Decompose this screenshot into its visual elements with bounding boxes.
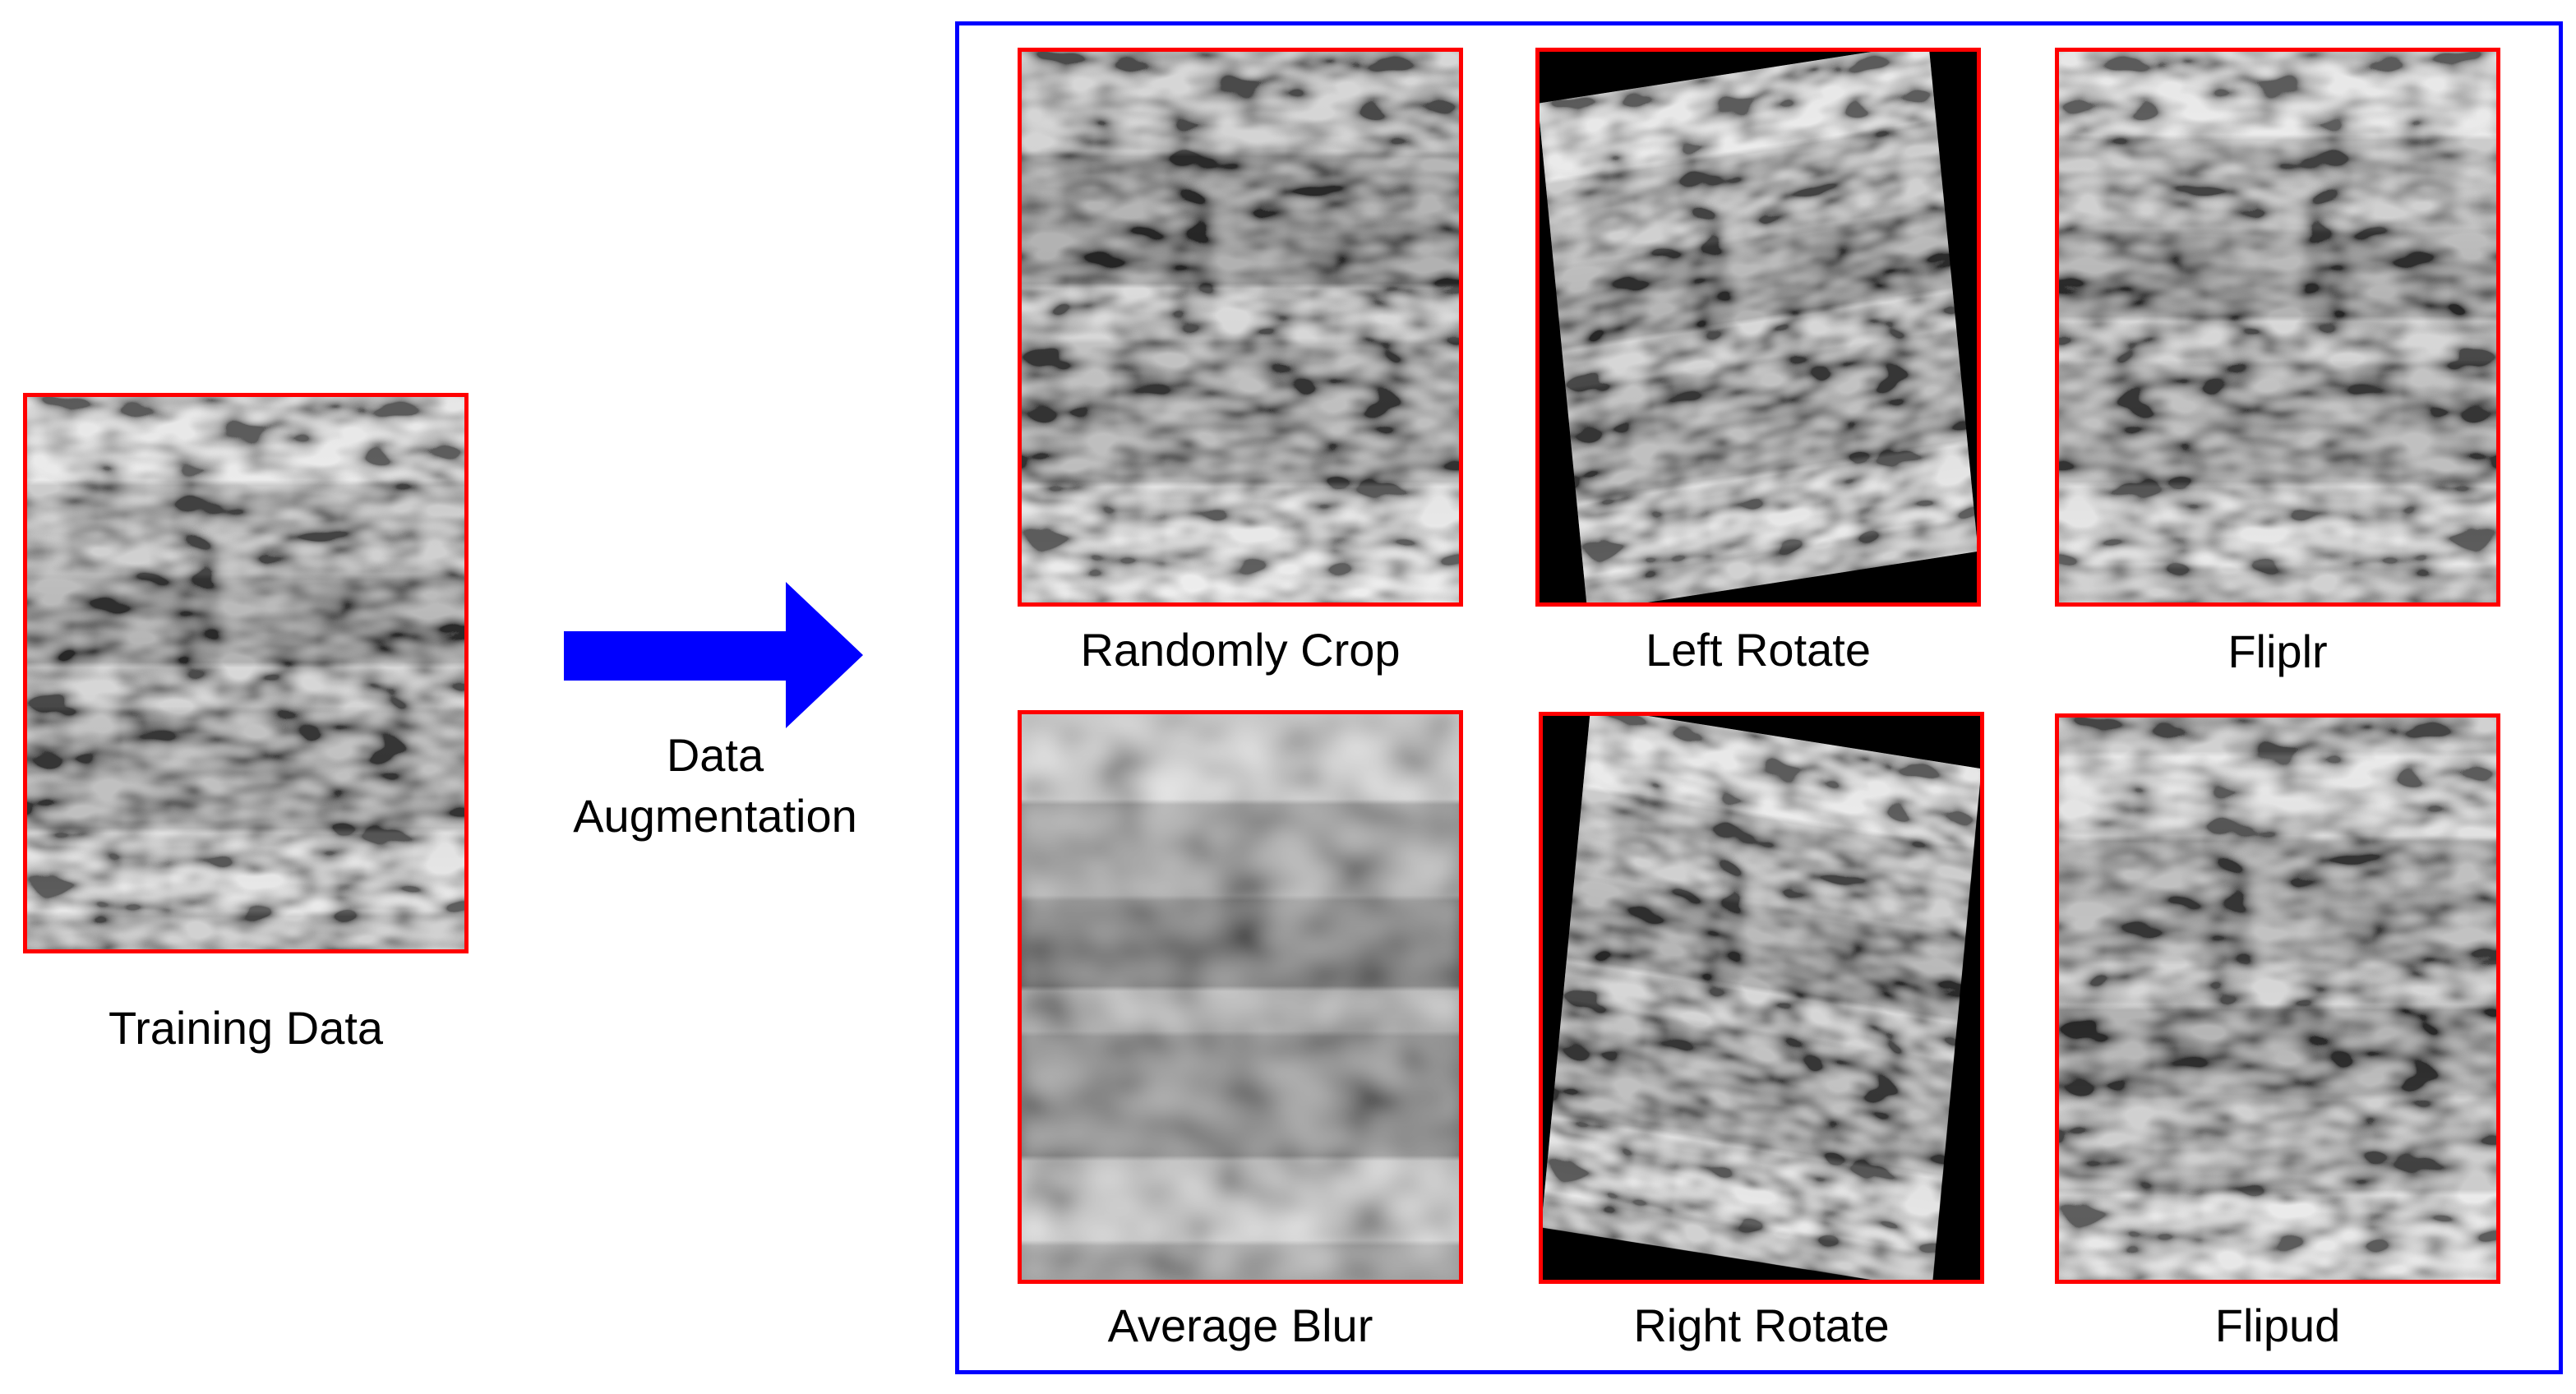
- fliplr-label: Fliplr: [2227, 625, 2328, 677]
- right-rotate-image: [1539, 712, 1984, 1284]
- fliplr-image: [2055, 48, 2500, 607]
- augmentation-results-box: [955, 21, 2563, 1374]
- training-data-image: [23, 393, 469, 953]
- randomly-crop-label: Randomly Crop: [1080, 624, 1401, 676]
- right-rotate-label: Right Rotate: [1633, 1299, 1890, 1351]
- right-arrow-icon: [564, 582, 863, 728]
- average-blur-label: Average Blur: [1107, 1299, 1373, 1351]
- left-rotate-label: Left Rotate: [1646, 624, 1871, 676]
- average-blur-image: [1018, 710, 1463, 1284]
- randomly-crop-image: [1018, 48, 1463, 607]
- data-augmentation-line2: Augmentation: [573, 790, 857, 842]
- flipud-image: [2055, 713, 2500, 1284]
- data-augmentation-line1: Data: [666, 729, 764, 781]
- training-data-label: Training Data: [108, 1002, 384, 1054]
- data-augmentation-label: Data Augmentation: [526, 725, 904, 847]
- flipud-label: Flipud: [2214, 1299, 2341, 1351]
- left-rotate-image: [1535, 48, 1981, 607]
